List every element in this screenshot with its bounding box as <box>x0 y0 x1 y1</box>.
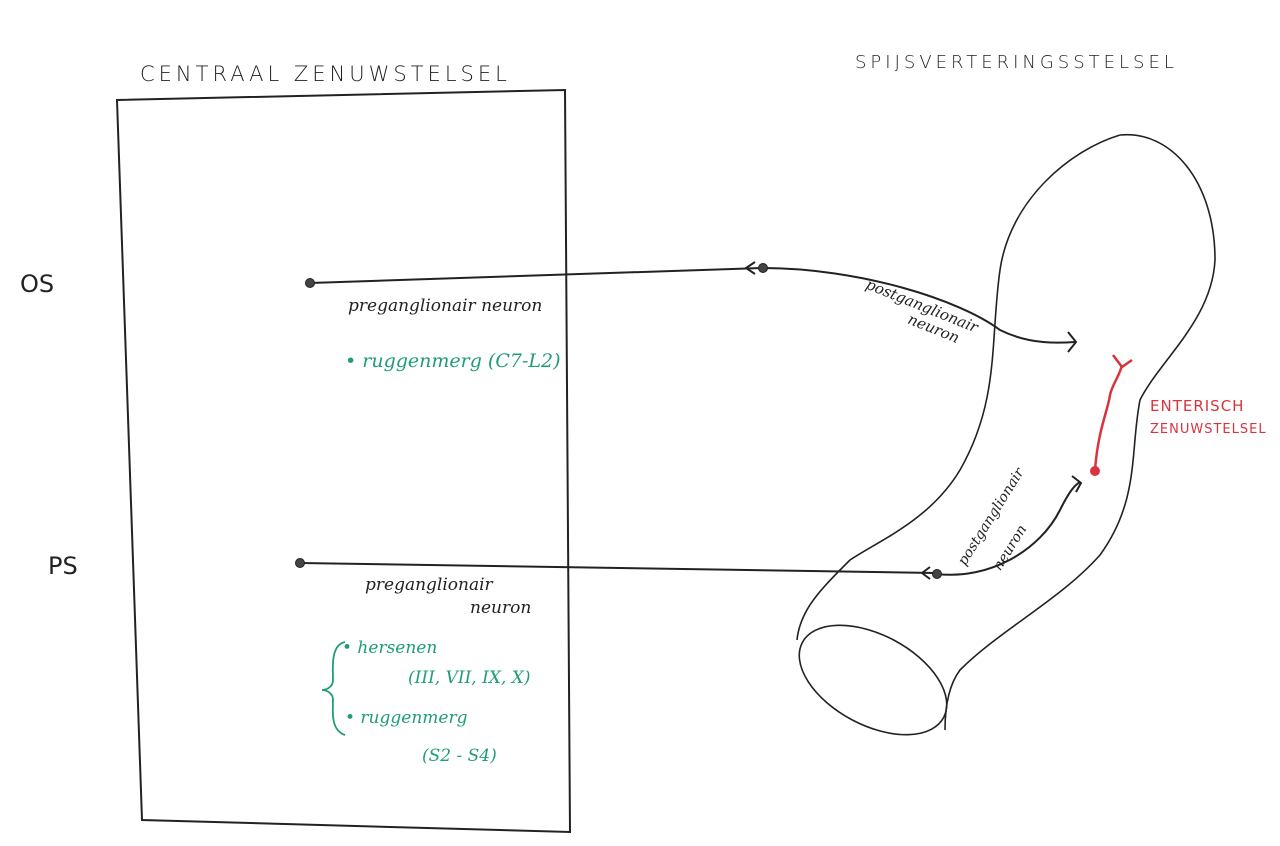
ps-label: PS <box>48 552 78 580</box>
enteric-label-1: ENTERISCH <box>1150 397 1245 415</box>
tube-opening <box>798 624 948 736</box>
os-ganglion <box>758 263 768 273</box>
enteric-neuron <box>1093 354 1133 471</box>
enteric-label-2: ZENUWSTELSEL <box>1150 422 1267 437</box>
ps-pre-neuron-body <box>295 558 305 568</box>
ps-origin-1b: (III, VII, IX, X) <box>408 668 531 688</box>
ps-pre-label-2: neuron <box>470 598 532 618</box>
digestive-title: SPIJSVERTERINGSSTELSEL <box>855 52 1178 73</box>
os-pathway <box>309 261 1078 353</box>
cns-box <box>115 88 572 834</box>
ps-ganglion <box>932 569 942 579</box>
os-pre-neuron-body <box>305 278 315 288</box>
os-origin: • ruggenmerg (C7-L2) <box>345 350 561 372</box>
ps-origin-2: • ruggenmerg <box>345 708 468 728</box>
os-pre-label: preganglionair neuron <box>348 296 543 316</box>
ps-origin-1: • hersenen <box>342 638 438 658</box>
ps-pre-label-1: preganglionair <box>365 575 493 595</box>
brace <box>321 641 346 736</box>
ps-pathway <box>299 475 1083 580</box>
digestive-tube <box>796 133 1216 731</box>
cns-title: CENTRAAL ZENUWSTELSEL <box>140 62 511 86</box>
ps-origin-2b: (S2 - S4) <box>422 746 497 766</box>
os-label: OS <box>20 270 55 298</box>
enteric-label: ENTERISCH ZENUWSTELSEL <box>1150 394 1267 442</box>
enteric-neuron-body <box>1090 466 1100 476</box>
